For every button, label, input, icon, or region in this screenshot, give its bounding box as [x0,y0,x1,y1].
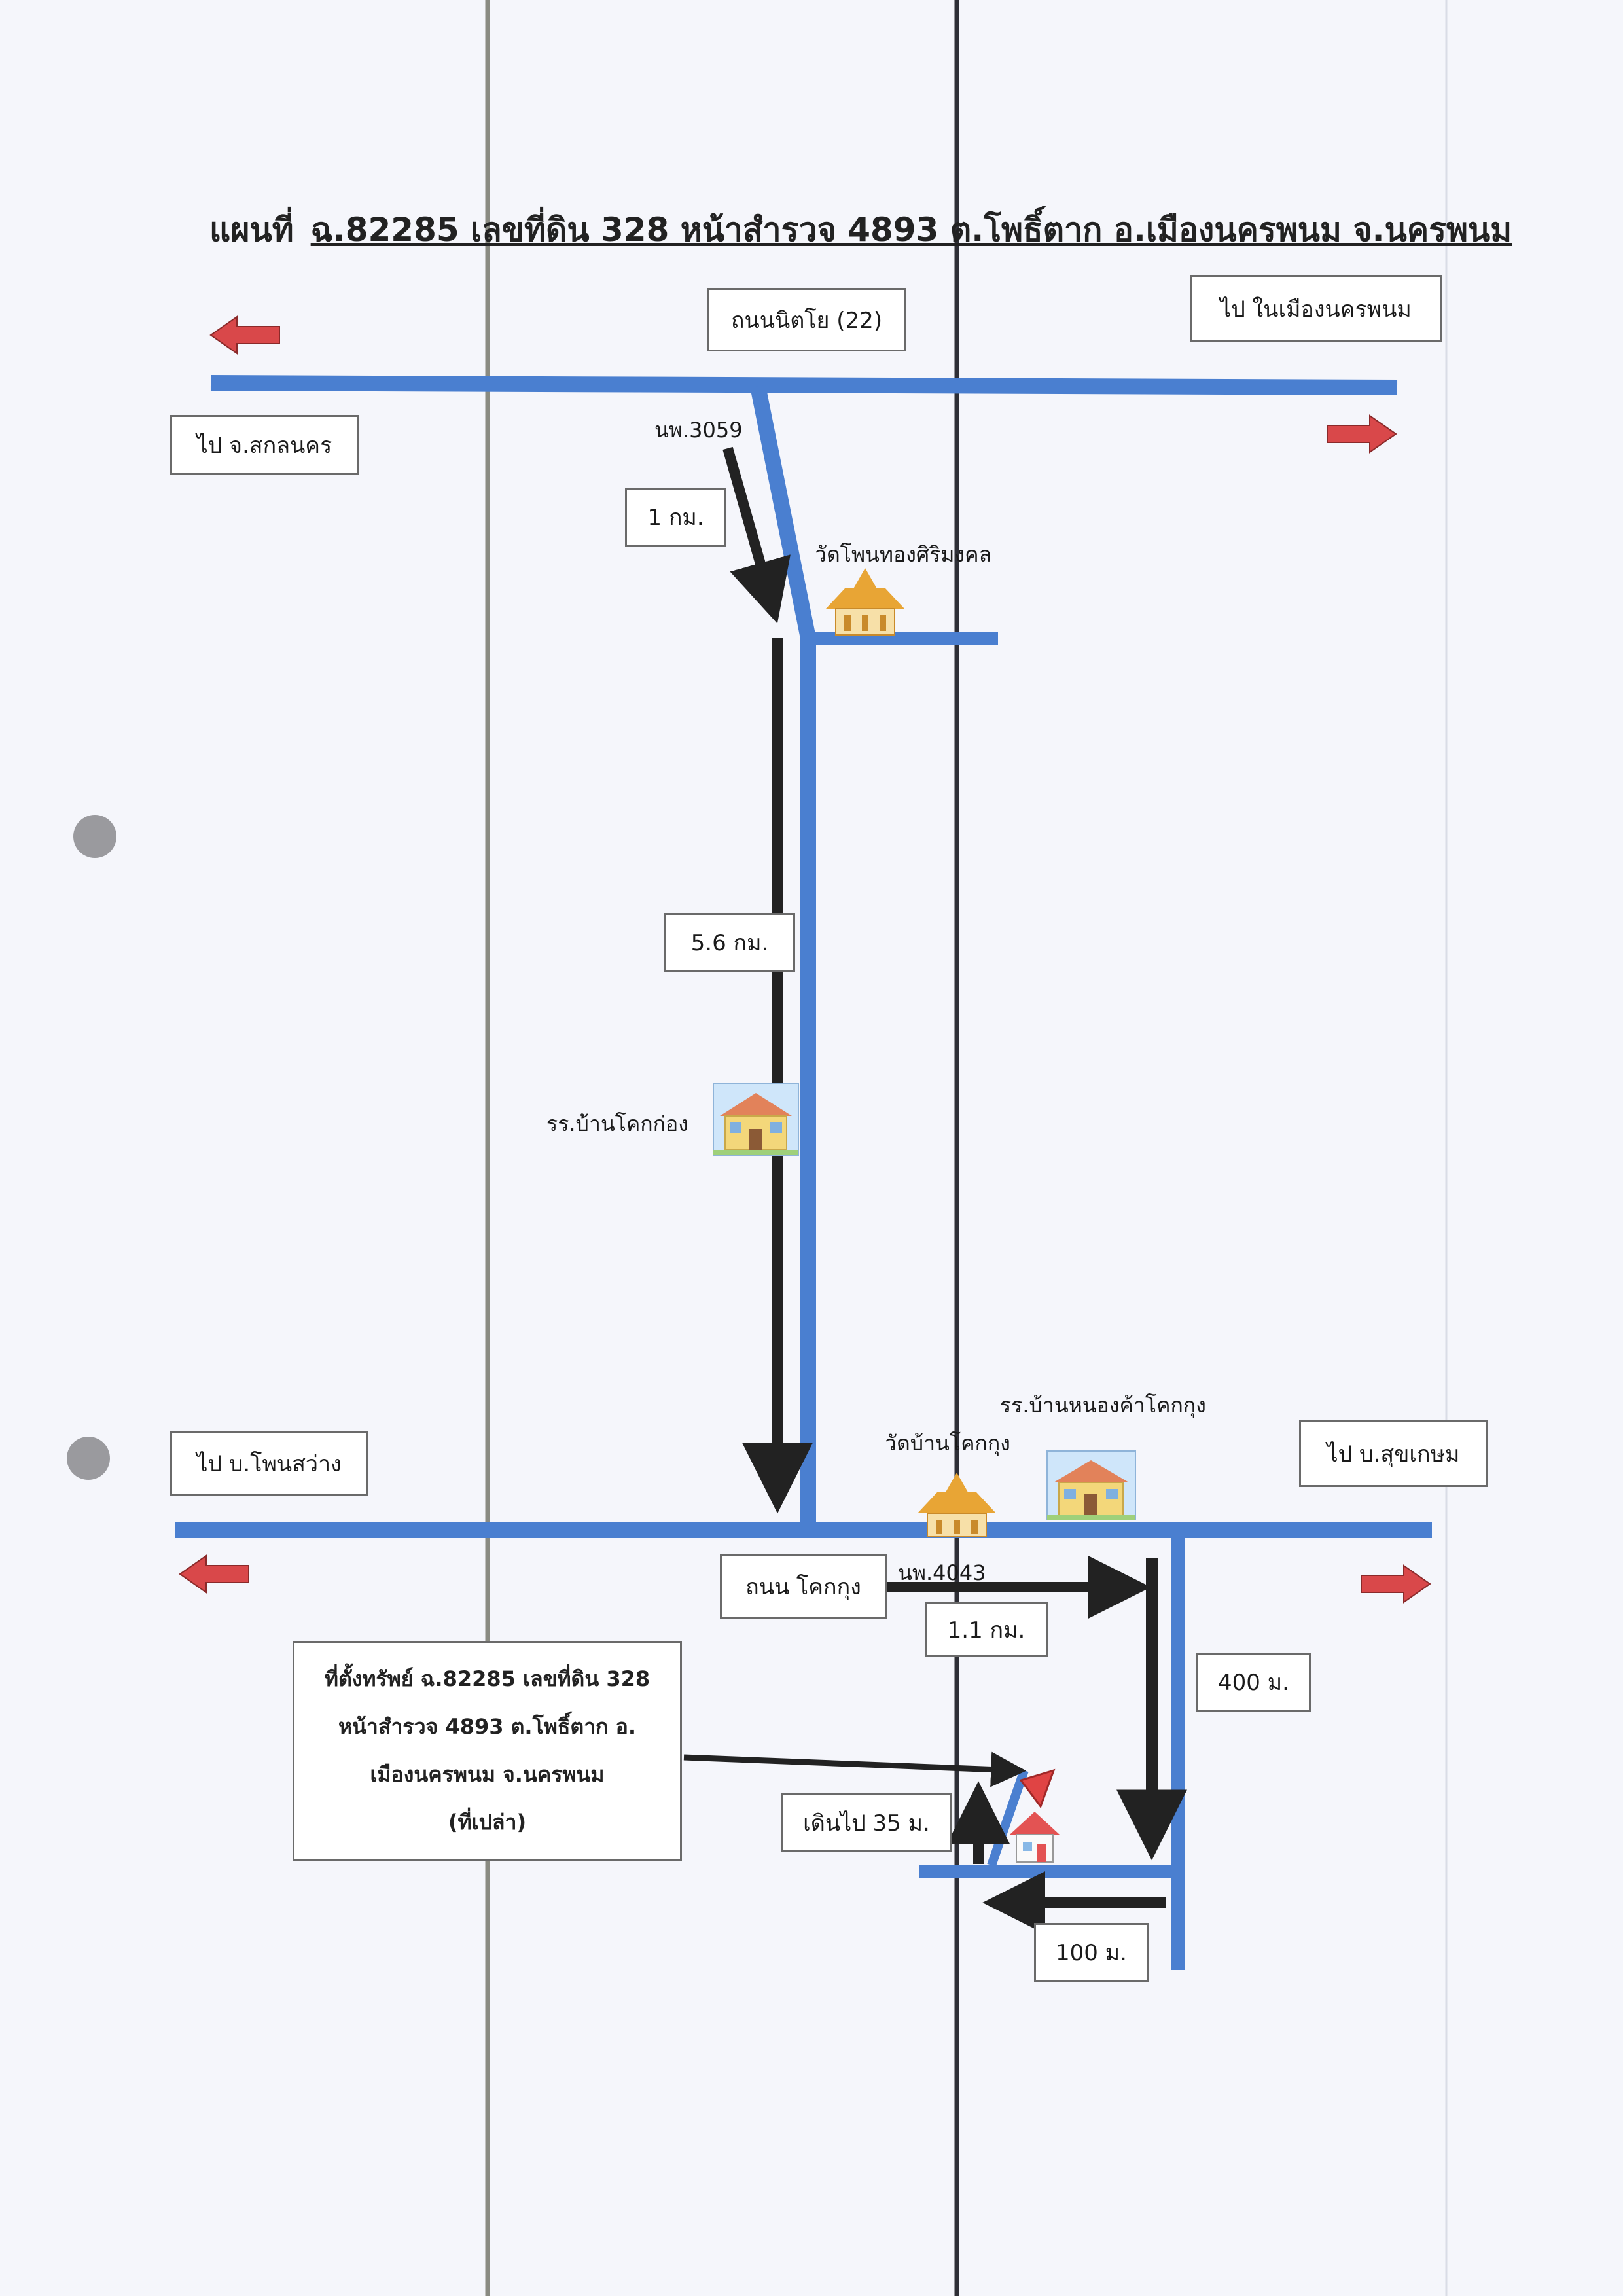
route-label-np4043: นพ.4043 [898,1560,986,1585]
map-title-text: ฉ.82285 เลขที่ดิน 328 หน้าสำรวจ 4893 ต.โ… [310,211,1512,249]
red-arrow-icon [1327,414,1397,454]
punch-hole-upper [73,815,116,858]
direction-label-to-sakon: ไป จ.สกลนคร [170,415,359,475]
temple-icon [826,568,904,636]
distance-label-1-1km: 1.1 กม. [925,1602,1048,1657]
direction-label-to-city: ไป ในเมืองนครพนม [1190,275,1442,342]
temple-label-khok-kung: วัดบ้านโคกกุง [885,1431,1010,1456]
red-arrow-icon [1361,1564,1431,1604]
house-icon [1010,1812,1060,1863]
direction-label-to-phon-sawang: ไป บ.โพนสว่าง [170,1431,368,1496]
distance-label-walk-35m: เดินไป 35 ม. [781,1793,952,1852]
punch-hole-lower [67,1437,110,1480]
red-arrow-icon [179,1554,249,1594]
red-triangle-marker-icon [1019,1768,1056,1809]
arrow-location-pointer [683,1751,1027,1787]
red-arrow-icon [209,315,280,355]
map-title-prefix: แผนที่ [209,211,294,249]
road-label-nittayo: ถนนนิตโย (22) [707,288,906,351]
road-label-khok-kung: ถนน โคกกุง [720,1554,887,1619]
school-icon [1046,1450,1136,1520]
temple-label-phon-thong: วัดโพนทองศิริมงคล [815,542,992,567]
location-line-3: เมืองนครพนม จ.นครพนม [370,1762,605,1787]
distance-label-1km: 1 กม. [625,488,726,547]
school-icon [713,1083,799,1156]
school-label-nong-kha: รร.บ้านหนองค้าโคกกุง [1000,1393,1206,1418]
location-line-4: (ที่เปล่า) [448,1810,527,1835]
direction-label-to-sukkasem: ไป บ.สุขเกษม [1299,1420,1488,1487]
route-label-np3059: นพ.3059 [654,418,743,442]
road-nittayo [210,375,1398,395]
property-location-box: ที่ตั้งทรัพย์ ฉ.82285 เลขที่ดิน 328 หน้า… [293,1641,682,1861]
distance-label-100m: 100 ม. [1034,1923,1149,1982]
location-line-1: ที่ตั้งทรัพย์ ฉ.82285 เลขที่ดิน 328 [324,1666,651,1691]
distance-label-400m: 400 ม. [1196,1653,1311,1712]
arrow-1km [722,446,791,624]
school-label-khok-kong: รร.บ้านโคกก่อง [546,1111,688,1136]
location-line-2: หน้าสำรวจ 4893 ต.โพธิ์ตาก อ. [338,1714,637,1739]
map-title: แผนที่ ฉ.82285 เลขที่ดิน 328 หน้าสำรวจ 48… [209,204,1512,256]
distance-label-5-6km: 5.6 กม. [664,913,795,972]
temple-icon [918,1473,996,1537]
